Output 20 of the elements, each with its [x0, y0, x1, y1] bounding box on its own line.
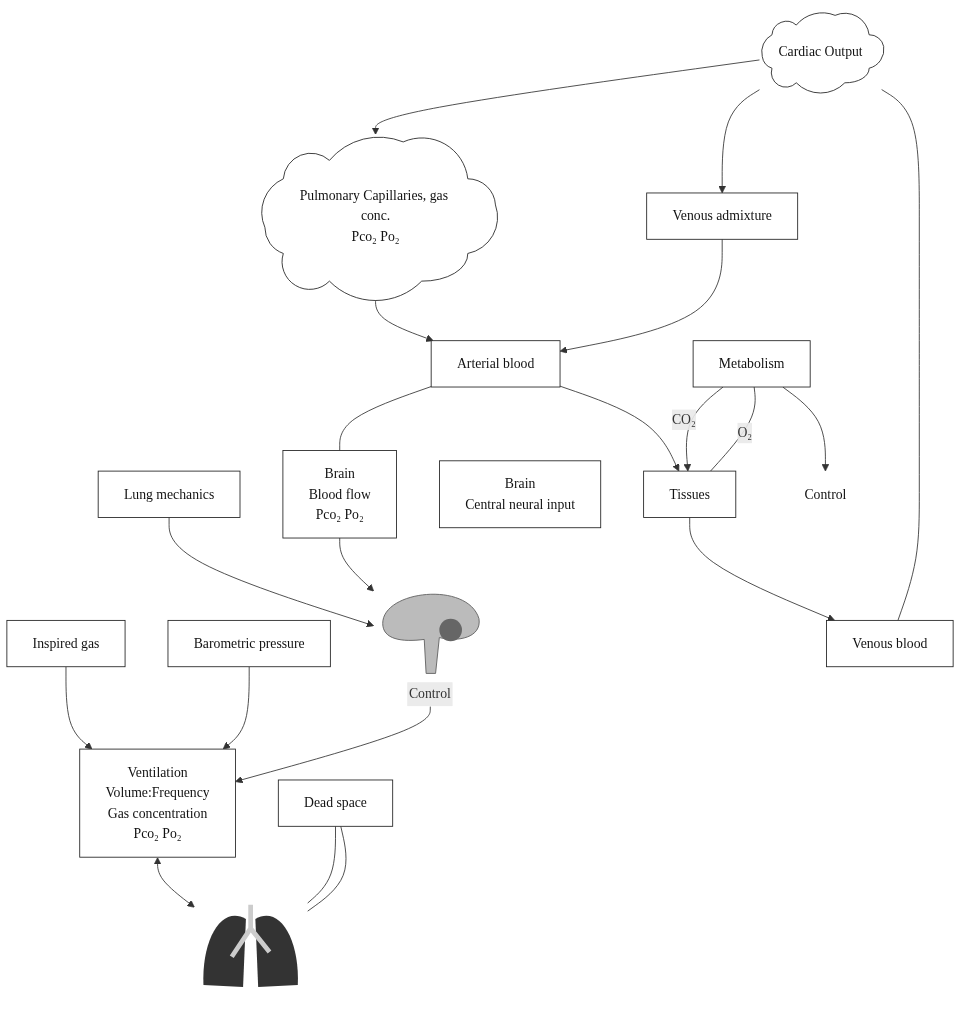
- node-box: Inspired gas: [6, 619, 126, 668]
- connector: [307, 825, 347, 912]
- node-box: Ventilation Volume:Frequency Gas concentration Pco₂ Po₂: [79, 748, 236, 858]
- node-box: Lung mechanics: [97, 470, 241, 518]
- node-box: Venous admixture: [646, 192, 799, 240]
- edge-label: CO₂: [671, 411, 696, 427]
- connector: [881, 89, 920, 621]
- node-text: Control: [804, 486, 847, 502]
- node-box: Brain Central neural input: [439, 460, 602, 529]
- connector: [339, 386, 432, 451]
- node-box: Arterial blood: [430, 340, 561, 388]
- node-box: Venous blood: [826, 619, 954, 668]
- connector: [307, 825, 336, 904]
- node-box: Barometric pressure: [167, 619, 331, 668]
- node-box: Metabolism: [692, 340, 811, 388]
- node-box: Tissues: [643, 470, 737, 518]
- node-box: Brain Blood flow Pco₂ Po₂: [282, 449, 397, 539]
- node-box: Dead space: [277, 779, 394, 827]
- edge-label: O₂: [737, 425, 753, 440]
- connector: [710, 386, 756, 472]
